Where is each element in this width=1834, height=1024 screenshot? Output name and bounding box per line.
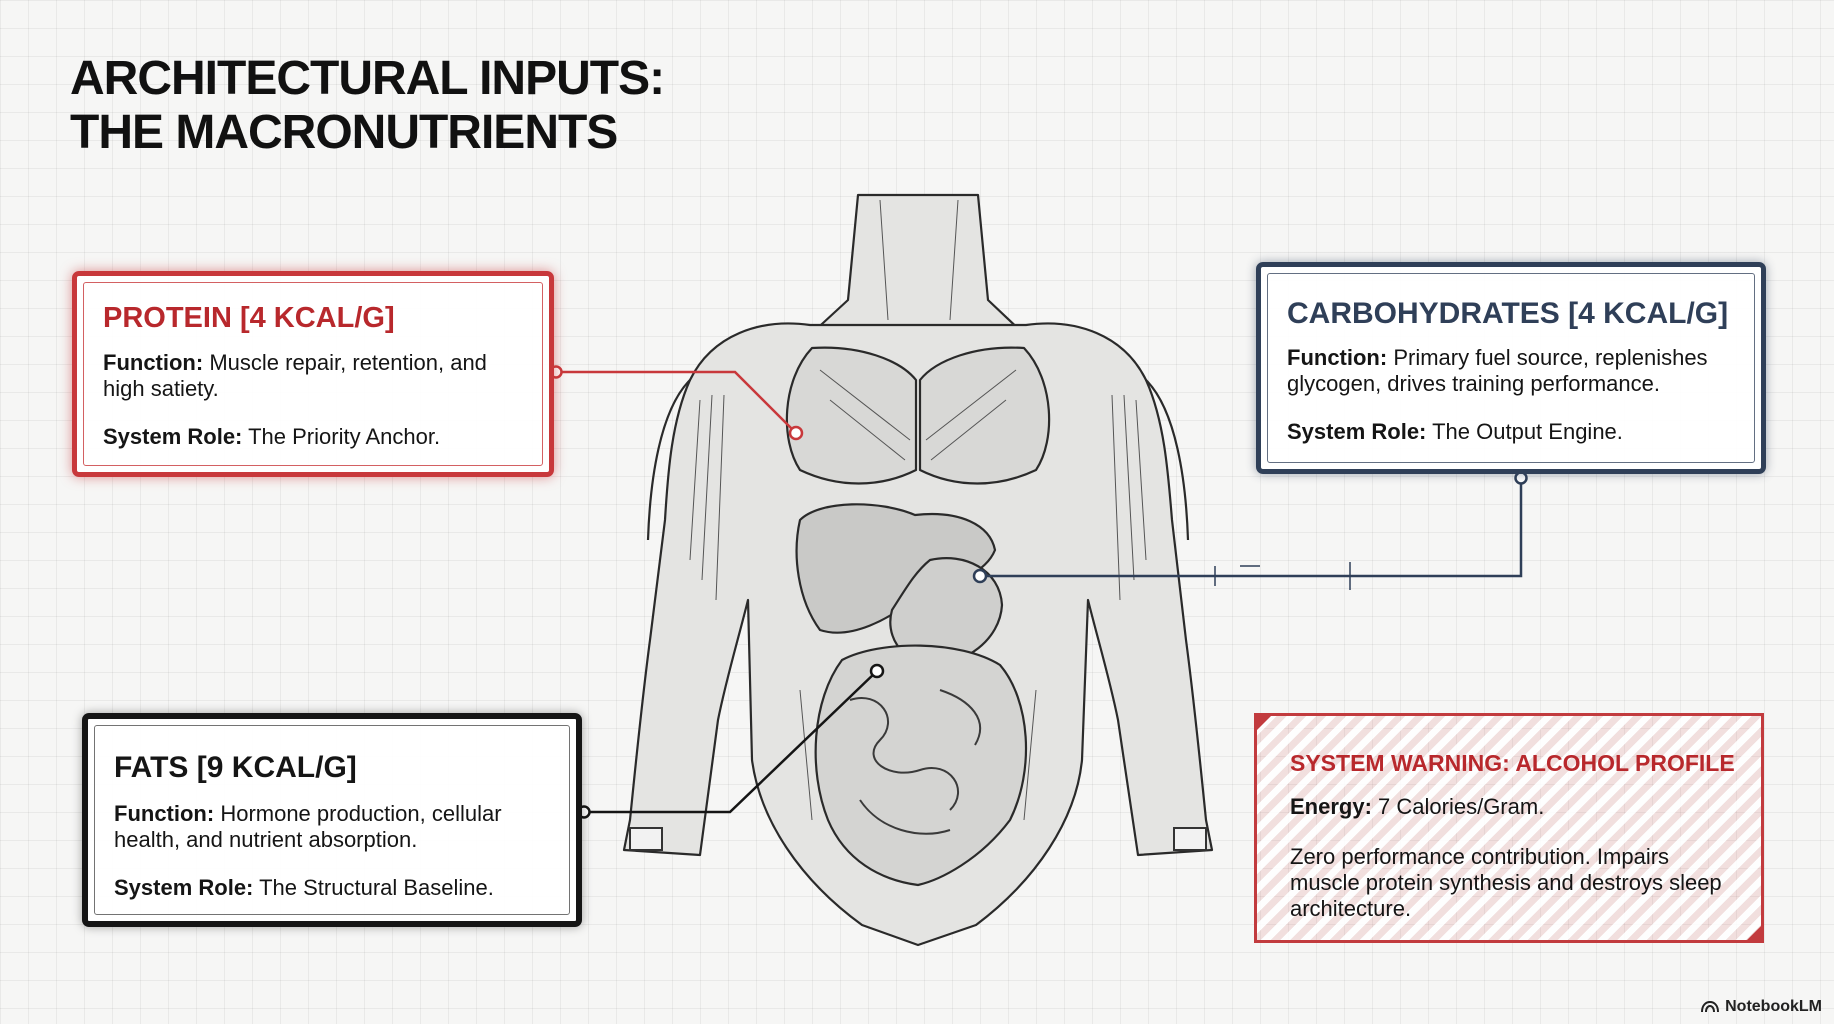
fats-system-role: System Role: The Structural Baseline.	[114, 875, 564, 901]
page-title: ARCHITECTURAL INPUTS: THE MACRONUTRIENTS	[70, 52, 665, 160]
alcohol-warning-panel: SYSTEM WARNING: ALCOHOL PROFILE Energy: …	[1254, 713, 1764, 943]
carbohydrates-role-text: The Output Engine.	[1426, 419, 1623, 444]
protein-system-role: System Role: The Priority Anchor.	[103, 424, 523, 450]
warning-heading: SYSTEM WARNING: ALCOHOL PROFILE	[1290, 750, 1735, 776]
carbohydrates-heading: CARBOHYDRATES [4 KCAL/G]	[1287, 297, 1729, 330]
right-wrist-band	[1173, 827, 1207, 851]
protein-function-label: Function:	[103, 350, 204, 375]
brand-name: NotebookLM	[1725, 998, 1822, 1015]
warning-corner-top-left	[1254, 713, 1274, 733]
fats-function-label: Function:	[114, 801, 215, 826]
carbohydrates-function-text: Primary fuel source, replenishes glycoge…	[1287, 345, 1708, 396]
protein-heading: PROTEIN [4 KCAL/G]	[103, 302, 395, 334]
neck	[808, 193, 1027, 337]
protein-role-label: System Role:	[103, 424, 243, 449]
alcohol-energy-text: 7 Calories/Gram.	[1371, 794, 1545, 819]
left-wrist-band	[629, 827, 663, 851]
page-title-line-2: THE MACRONUTRIENTS	[70, 106, 618, 159]
protein-role-text: The Priority Anchor.	[242, 424, 441, 449]
notebooklm-brand: NotebookLM	[1701, 998, 1822, 1016]
fats-role-text: The Structural Baseline.	[253, 875, 494, 900]
fats-card: FATS [9 KCAL/G] Function: Hormone produc…	[82, 713, 582, 927]
left-pectoral	[785, 346, 918, 485]
carbohydrates-function-label: Function:	[1287, 345, 1388, 370]
right-arm-outline	[1145, 379, 1190, 541]
protein-connector	[549, 365, 804, 441]
alcohol-description: Zero performance contribution. Impairs m…	[1290, 844, 1722, 921]
left-arm-outline	[646, 379, 691, 541]
intestines	[814, 644, 1028, 887]
protein-function-text: Muscle repair, retention, and high satie…	[103, 350, 487, 401]
right-pectoral	[918, 346, 1051, 485]
alcohol-energy-label: Energy:	[1290, 794, 1372, 819]
carbohydrates-function: Function: Primary fuel source, replenish…	[1287, 345, 1757, 397]
page-title-line-1: ARCHITECTURAL INPUTS:	[70, 52, 665, 105]
carbohydrates-card: CARBOHYDRATES [4 KCAL/G] Function: Prima…	[1256, 262, 1766, 474]
fats-heading: FATS [9 KCAL/G]	[114, 751, 357, 784]
carbohydrates-system-role: System Role: The Output Engine.	[1287, 419, 1757, 445]
protein-function: Function: Muscle repair, retention, and …	[103, 350, 523, 402]
fats-function: Function: Hormone production, cellular h…	[114, 801, 564, 853]
warning-corner-bottom-right	[1744, 923, 1764, 943]
carbohydrates-role-label: System Role:	[1287, 419, 1427, 444]
intestine-loops	[849, 689, 981, 835]
muscle-hatching	[689, 199, 1147, 821]
notebooklm-logo-icon	[1701, 1001, 1720, 1013]
fats-function-text: Hormone production, cellular health, and…	[114, 801, 502, 852]
torso-figure	[622, 193, 1214, 947]
fats-role-label: System Role:	[114, 875, 254, 900]
alcohol-energy: Energy: 7 Calories/Gram.	[1290, 794, 1544, 820]
protein-card: PROTEIN [4 KCAL/G] Function: Muscle repa…	[72, 271, 554, 477]
